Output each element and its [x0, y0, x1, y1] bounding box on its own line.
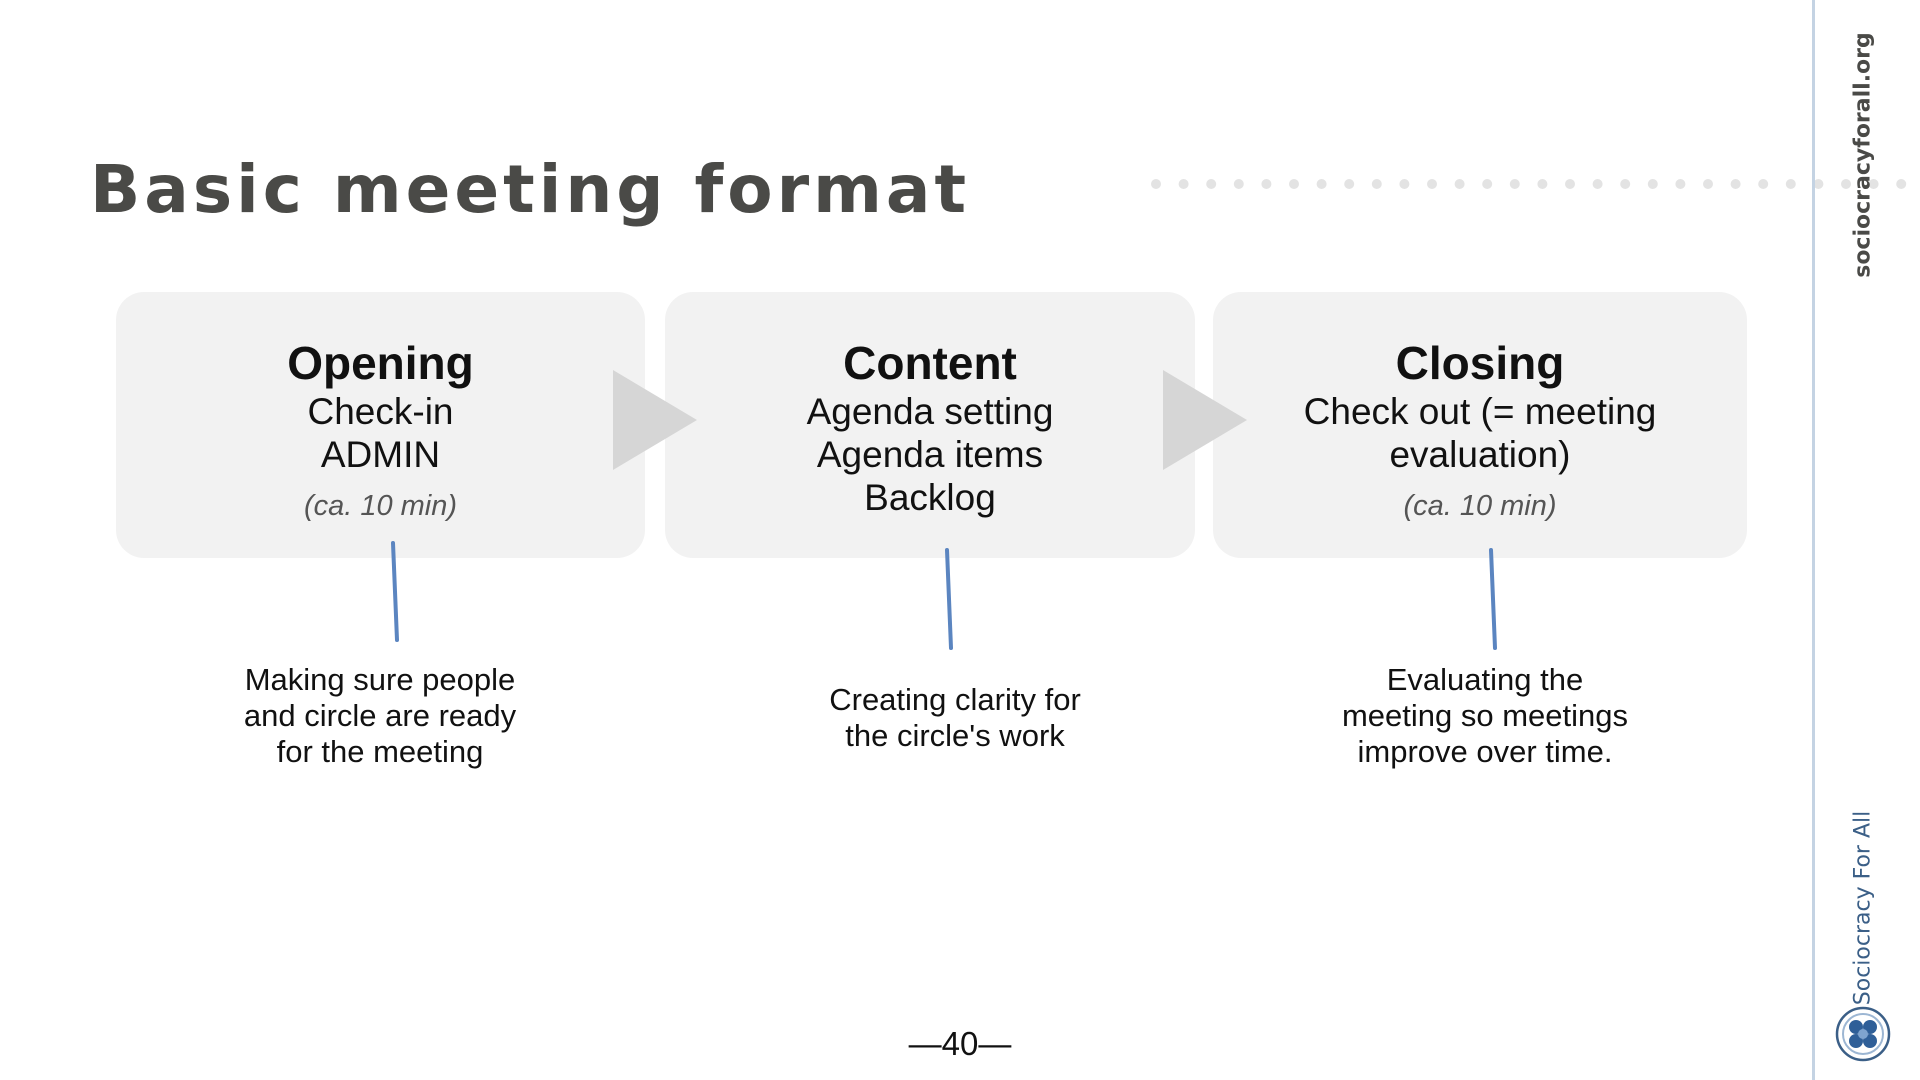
stage-title: Closing: [1395, 337, 1565, 389]
decorative-dot: [1509, 179, 1520, 189]
decorative-dot: [1427, 179, 1437, 189]
connector-line-content: [945, 548, 953, 650]
sidebar-org-name: Sociocracy For All: [1850, 810, 1876, 1006]
stage-box-opening: Opening Check-in ADMIN (ca. 10 min): [116, 292, 645, 558]
sociocracy-logo-icon: [1835, 1006, 1891, 1062]
purpose-line: improve over time.: [1357, 734, 1613, 769]
decorative-dot: [1233, 179, 1244, 189]
page-number: —40—: [908, 1025, 1012, 1062]
purpose-line: and circle are ready: [243, 698, 517, 733]
stage-line: evaluation): [1389, 434, 1571, 475]
decorative-dot: [1592, 179, 1603, 189]
decorative-dot: [1647, 179, 1658, 189]
right-divider-line: [1812, 0, 1815, 1080]
decorative-dot: [1537, 179, 1548, 189]
decorative-dot: [1813, 179, 1824, 189]
decorative-dot: [1675, 179, 1686, 189]
purpose-line: the circle's work: [845, 718, 1065, 753]
purpose-line: meeting so meetings: [1341, 698, 1629, 733]
decorative-dot: [1151, 179, 1161, 189]
stage-line: ADMIN: [320, 434, 441, 475]
stage-duration: (ca. 10 min): [303, 490, 458, 522]
triangle-right-icon: [1163, 370, 1247, 470]
purpose-text-content: Creating clarity for the circle's work: [780, 682, 1130, 754]
decorative-dot: [1868, 179, 1879, 189]
triangle-right-icon: [613, 370, 697, 470]
stage-line: Agenda items: [816, 434, 1044, 475]
decorative-dot-row: [1150, 178, 1920, 190]
stage-line: Agenda setting: [806, 391, 1054, 432]
purpose-line: Making sure people: [244, 662, 516, 697]
purpose-line: Evaluating the: [1386, 662, 1584, 697]
decorative-dot: [1289, 179, 1299, 189]
decorative-dot: [1841, 179, 1851, 189]
decorative-dot: [1399, 179, 1410, 189]
decorative-dot: [1178, 179, 1189, 189]
sidebar-url[interactable]: sociocracyforall.org: [1850, 32, 1876, 278]
purpose-line: for the meeting: [276, 734, 484, 769]
decorative-dot: [1344, 179, 1355, 189]
decorative-dot: [1620, 179, 1631, 189]
purpose-text-opening: Making sure people and circle are ready …: [200, 662, 560, 770]
stage-line: Check-in: [307, 391, 454, 432]
purpose-line: Creating clarity for: [829, 682, 1081, 717]
stage-title: Content: [843, 337, 1017, 389]
decorative-dot: [1482, 179, 1493, 189]
decorative-dot: [1758, 179, 1769, 189]
slide-title: Basic meeting format: [90, 151, 970, 228]
decorative-dot: [1565, 179, 1575, 189]
stage-box-closing: Closing Check out (= meeting evaluation)…: [1213, 292, 1747, 558]
connector-line-opening: [391, 541, 399, 642]
stage-box-content: Content Agenda setting Agenda items Back…: [665, 292, 1195, 558]
decorative-dot: [1703, 179, 1713, 189]
stage-duration: (ca. 10 min): [1403, 490, 1557, 522]
decorative-dot: [1261, 179, 1272, 189]
decorative-dot: [1896, 179, 1907, 189]
purpose-text-closing: Evaluating the meeting so meetings impro…: [1290, 662, 1680, 770]
decorative-dot: [1371, 179, 1382, 189]
decorative-dot: [1454, 179, 1465, 189]
decorative-dot: [1206, 179, 1217, 189]
decorative-dot: [1785, 179, 1796, 189]
connector-line-closing: [1489, 548, 1497, 650]
stage-title: Opening: [287, 337, 474, 389]
decorative-dot: [1316, 179, 1327, 189]
stage-line: Check out (= meeting: [1303, 391, 1657, 432]
decorative-dot: [1730, 179, 1741, 189]
stage-line: Backlog: [864, 477, 996, 518]
